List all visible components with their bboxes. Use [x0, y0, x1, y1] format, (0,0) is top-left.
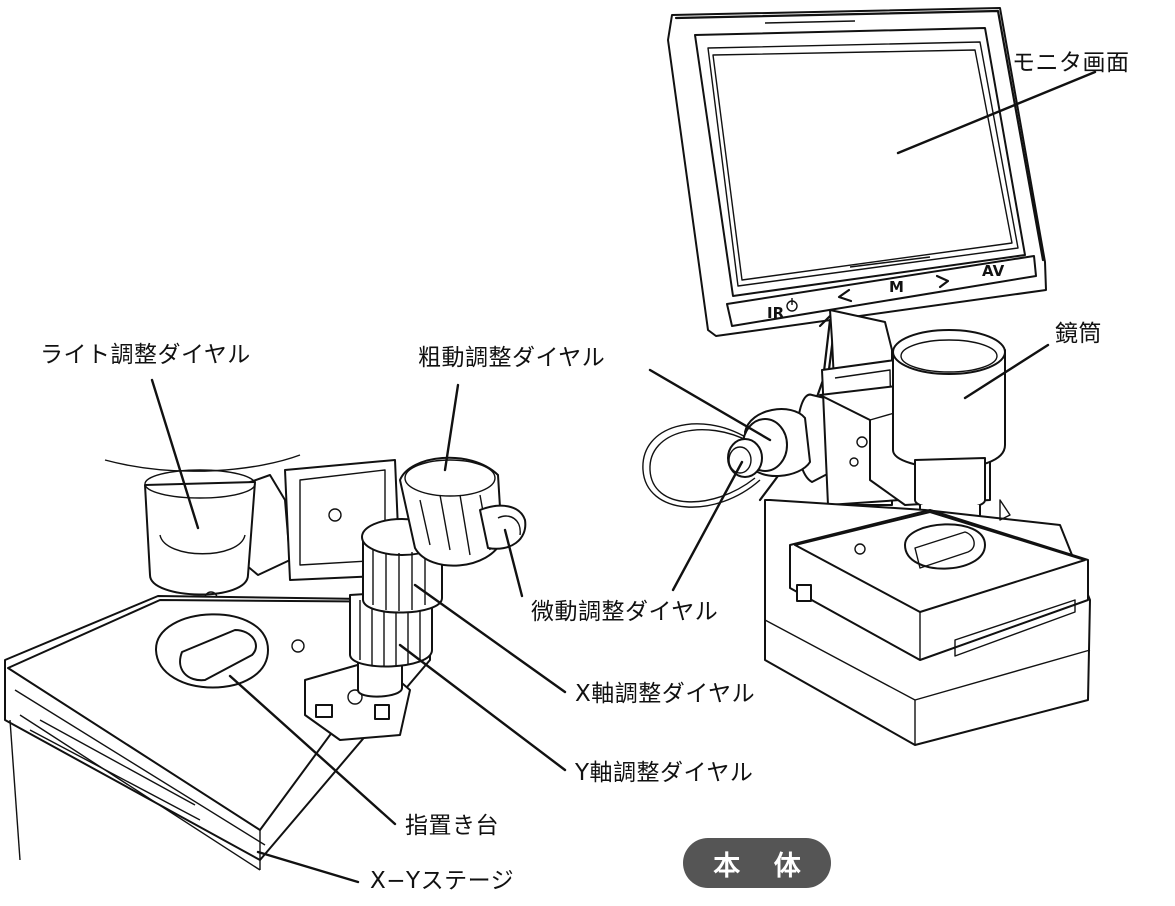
left-xy-stage [4, 595, 431, 871]
power-icon [786, 298, 798, 312]
left-finger-rest [154, 613, 269, 689]
monitor: IR M AV [667, 7, 1047, 337]
right-finger-rest [904, 523, 986, 570]
lens-barrel [892, 329, 1006, 532]
label-xy-stage: X−Yステージ [370, 868, 515, 894]
label-y-axis-dial: Y軸調整ダイヤル [575, 760, 754, 786]
right-arrow-icon [935, 274, 950, 289]
label-x-axis-dial: X軸調整ダイヤル [575, 681, 756, 707]
left-light-barrel [144, 469, 256, 605]
main-unit-badge: 本 体 [683, 838, 831, 888]
left-coarse-fine-dials [399, 456, 527, 567]
leader-lines [150, 70, 1097, 884]
label-light-dial: ライト調整ダイヤル [40, 342, 251, 368]
label-coarse-dial: 粗動調整ダイヤル [418, 345, 606, 371]
left-arrow-icon [837, 288, 853, 303]
label-lens-barrel: 鏡筒 [1055, 321, 1102, 347]
label-monitor-screen: モニタ画面 [1012, 50, 1130, 76]
ir-button-label: IR [767, 304, 785, 322]
label-fine-dial: 微動調整ダイヤル [531, 599, 719, 625]
label-finger-rest: 指置き台 [405, 813, 499, 839]
av-button-label: AV [982, 262, 1005, 280]
right-xy-stage [764, 499, 1091, 746]
menu-button-label: M [889, 278, 904, 296]
